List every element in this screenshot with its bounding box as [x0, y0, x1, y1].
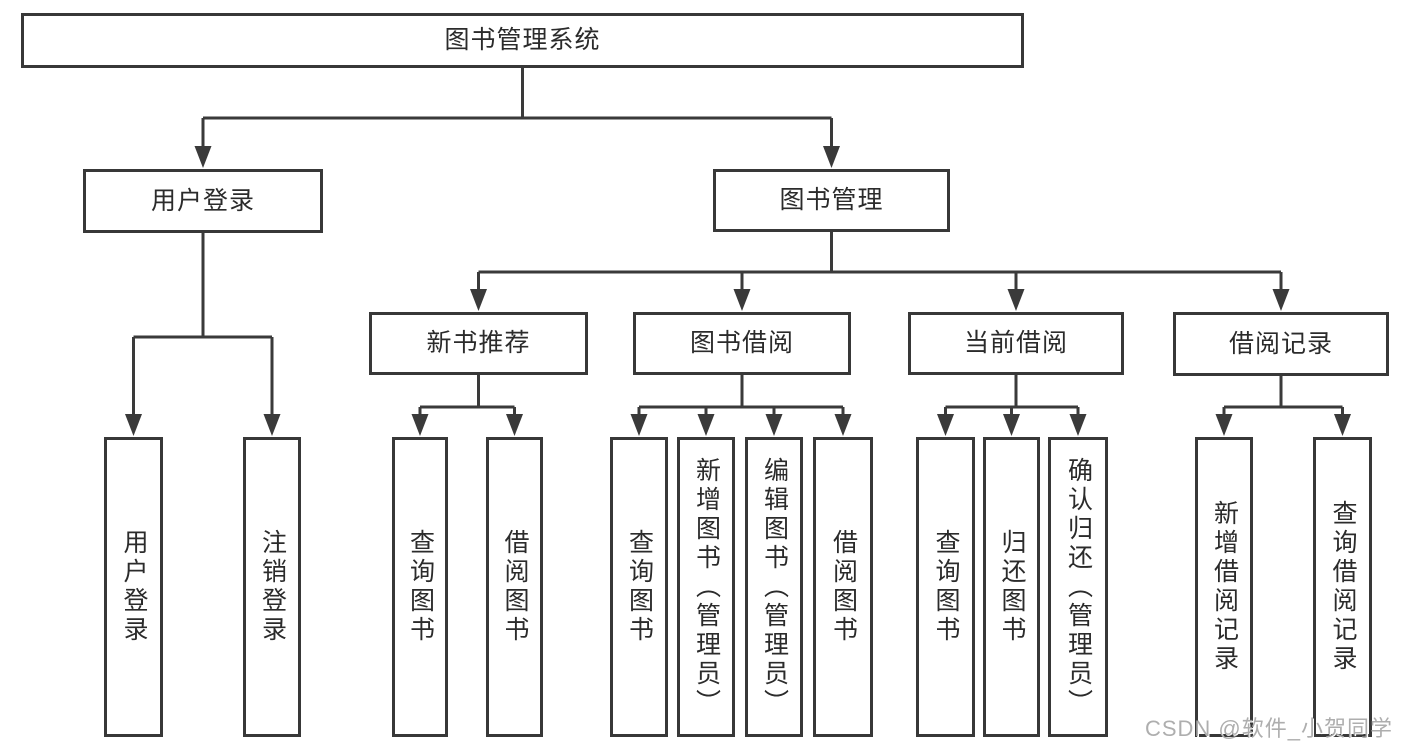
arrowhead-icon — [470, 289, 487, 311]
leaf-user-login-label: 用户登录 — [120, 529, 148, 645]
leaf-current-query-books: 查询图书 — [916, 437, 975, 737]
arrowhead-icon — [194, 146, 212, 168]
node-new-book-recommendation-label: 新书推荐 — [426, 329, 531, 357]
node-new-book-recommendation: 新书推荐 — [369, 312, 588, 375]
node-borrowing-records-label: 借阅记录 — [1228, 329, 1333, 358]
leaf-edit-books-admin-label: 编辑图书（管理员） — [760, 456, 789, 718]
arrowhead-icon — [630, 414, 648, 436]
arrowhead-icon — [697, 414, 715, 436]
leaf-edit-books-admin: 编辑图书（管理员） — [745, 437, 803, 737]
leaf-confirm-return-admin-label: 确认归还（管理员） — [1064, 456, 1093, 718]
arrowhead-icon — [823, 146, 840, 168]
leaf-user-login: 用户登录 — [104, 437, 163, 737]
leaf-borrowing-query-books-label: 查询图书 — [625, 529, 654, 645]
leaf-add-borrow-record-label: 新增借阅记录 — [1210, 500, 1239, 674]
leaf-borrowing-query-books: 查询图书 — [610, 437, 668, 737]
arrowhead-icon — [411, 414, 429, 436]
node-book-management: 图书管理 — [713, 169, 950, 232]
leaf-recommend-query-books: 查询图书 — [392, 437, 448, 737]
node-library-system: 图书管理系统 — [21, 13, 1024, 68]
node-current-borrowing-label: 当前借阅 — [963, 329, 1068, 357]
arrowhead-icon — [1007, 289, 1025, 311]
leaf-add-books-admin: 新增图书（管理员） — [677, 437, 735, 737]
leaf-recommend-borrow-books: 借阅图书 — [486, 437, 543, 737]
leaf-recommend-query-books-label: 查询图书 — [406, 529, 435, 645]
leaf-confirm-return-admin: 确认归还（管理员） — [1048, 437, 1108, 737]
leaf-recommend-borrow-books-label: 借阅图书 — [501, 529, 529, 645]
arrowhead-icon — [1003, 414, 1020, 436]
leaf-borrowing-borrow-books-label: 借阅图书 — [829, 529, 858, 645]
arrowhead-icon — [263, 414, 281, 436]
arrowhead-icon — [125, 414, 142, 436]
arrowhead-icon — [506, 414, 523, 436]
leaf-logout-login: 注销登录 — [243, 437, 301, 737]
arrowhead-icon — [765, 414, 783, 436]
leaf-current-query-books-label: 查询图书 — [932, 529, 960, 645]
arrowhead-icon — [1272, 289, 1290, 311]
arrowhead-icon — [834, 414, 852, 436]
connector-path — [132, 68, 1344, 418]
arrowhead-icon — [1215, 414, 1233, 436]
leaf-query-borrow-record: 查询借阅记录 — [1313, 437, 1372, 737]
node-book-management-label: 图书管理 — [779, 186, 884, 214]
arrowhead-icon — [937, 414, 954, 436]
leaf-logout-login-label: 注销登录 — [258, 529, 287, 645]
node-book-borrowing: 图书借阅 — [633, 312, 851, 375]
arrowhead-icon — [733, 289, 751, 311]
node-user-login-label: 用户登录 — [150, 186, 255, 215]
leaf-add-books-admin-label: 新增图书（管理员） — [692, 456, 721, 718]
node-borrowing-records: 借阅记录 — [1173, 312, 1389, 376]
node-book-borrowing-label: 图书借阅 — [689, 329, 794, 357]
leaf-return-books: 归还图书 — [983, 437, 1040, 737]
leaf-return-books-label: 归还图书 — [998, 529, 1026, 645]
node-library-system-label: 图书管理系统 — [444, 26, 601, 54]
leaf-query-borrow-record-label: 查询借阅记录 — [1329, 500, 1357, 674]
node-current-borrowing: 当前借阅 — [908, 312, 1124, 375]
leaf-add-borrow-record: 新增借阅记录 — [1195, 437, 1253, 737]
arrowhead-icon — [1069, 414, 1087, 436]
node-user-login: 用户登录 — [83, 169, 323, 233]
arrowhead-icon — [1334, 414, 1351, 436]
leaf-borrowing-borrow-books: 借阅图书 — [813, 437, 873, 737]
